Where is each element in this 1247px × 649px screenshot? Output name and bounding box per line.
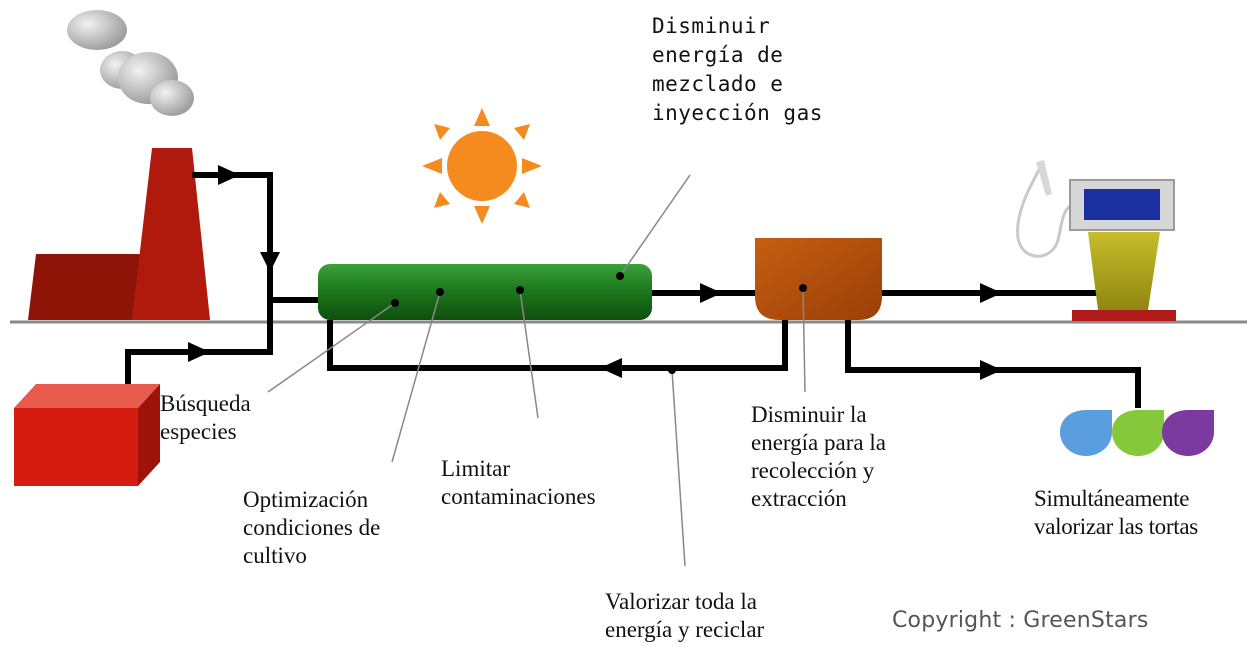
label-limitar: Limitar contaminaciones (441, 456, 596, 509)
smoke-icon (67, 10, 194, 116)
marker-dots (391, 272, 807, 374)
label-valorizar-energia: Valorizar toda la energía y reciclar (605, 589, 765, 642)
co2-box-icon (14, 384, 160, 486)
label-busqueda-especies: Búsqueda especies (160, 391, 251, 444)
factory-icon (28, 148, 210, 320)
leader-lines (267, 174, 806, 567)
fuel-pump-icon (1016, 160, 1176, 321)
label-optimizacion: Optimización condiciones de cultivo (243, 487, 381, 568)
harvester-tank (755, 238, 882, 320)
copyright-text: Copyright : GreenStars (892, 608, 1149, 633)
label-disminuir-recoleccion: Disminuir la energía para la recolección… (751, 402, 886, 511)
label-disminuir-mezclado: Disminuir energía de mezclado e inyecció… (652, 14, 823, 125)
photobioreactor-tube (318, 264, 652, 320)
products-icon (1060, 410, 1214, 456)
sun-icon (422, 108, 542, 224)
label-simultaneamente: Simultáneamente valorizar las tortas (1034, 486, 1198, 539)
flow-arrows (188, 165, 1002, 380)
